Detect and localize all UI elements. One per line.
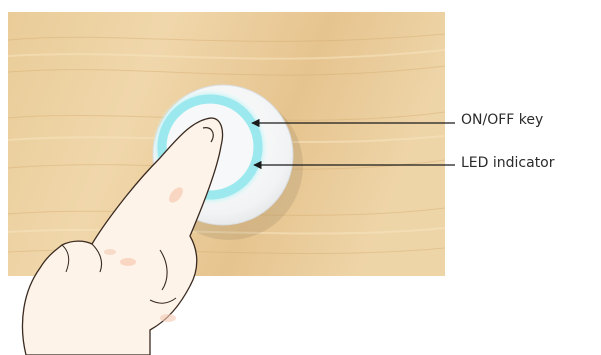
finger-hand-icon — [21, 117, 224, 355]
on-off-key-label: ON/OFF key — [461, 112, 544, 128]
led-indicator-label: LED indicator — [461, 155, 555, 171]
led-ring — [157, 94, 263, 200]
wood-panel — [7, 12, 446, 276]
